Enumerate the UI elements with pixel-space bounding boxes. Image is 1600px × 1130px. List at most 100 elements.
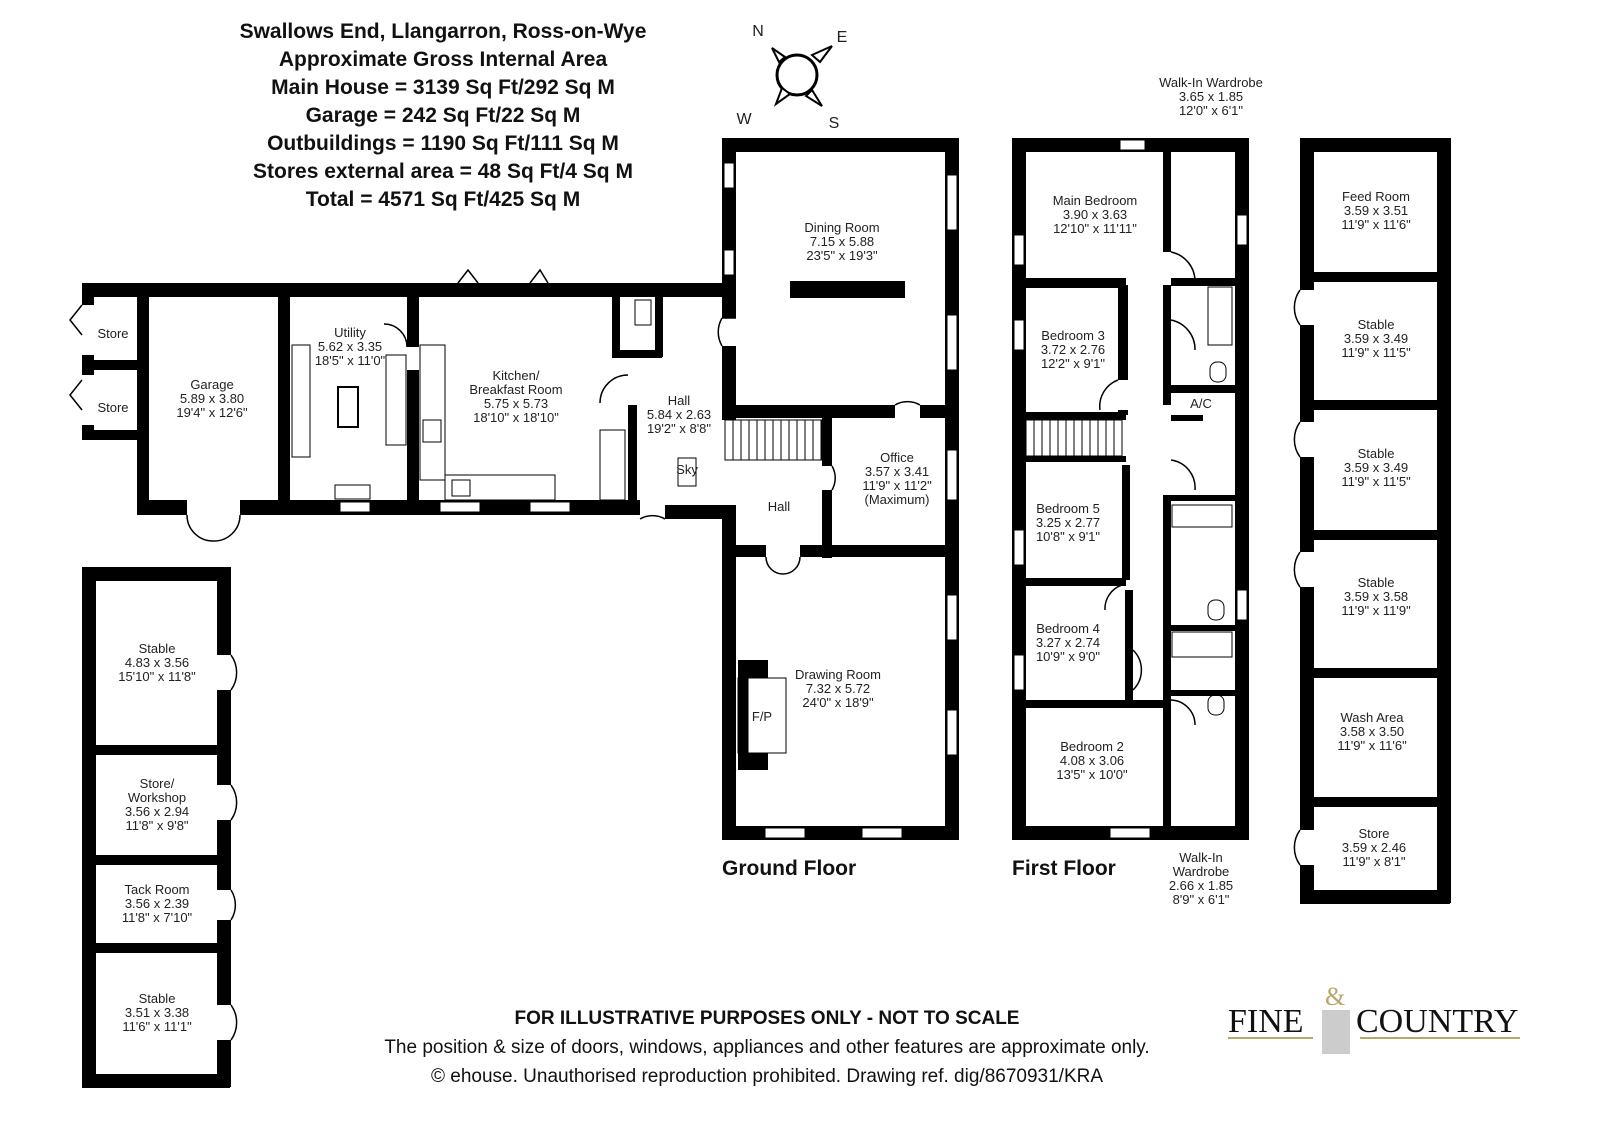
wall bbox=[1163, 690, 1235, 696]
room-label-line: Store bbox=[97, 400, 128, 415]
room-label-line: Stable bbox=[139, 991, 176, 1006]
copyright: © ehouse. Unauthorised reproduction proh… bbox=[431, 1066, 1103, 1087]
wall bbox=[1163, 415, 1203, 421]
column-icon bbox=[1322, 1010, 1350, 1054]
wall bbox=[1163, 625, 1235, 631]
room-label-line: 11'9" x 11'9" bbox=[1341, 603, 1411, 618]
room-label-line: 3.59 x 3.49 bbox=[1344, 331, 1408, 346]
window bbox=[1109, 827, 1151, 839]
window bbox=[946, 174, 958, 231]
compass-w: W bbox=[736, 111, 752, 128]
room-label-line: 18'5" x 11'0" bbox=[315, 353, 386, 368]
room-label-line: 3.57 x 3.41 bbox=[865, 464, 929, 479]
room-label-line: 3.59 x 3.49 bbox=[1344, 460, 1408, 475]
room-label-line: 12'10" x 11'11" bbox=[1053, 221, 1137, 236]
wall bbox=[1163, 278, 1235, 286]
kitchen-counter bbox=[419, 344, 446, 481]
wall bbox=[722, 138, 958, 152]
wall bbox=[96, 855, 217, 865]
room-label-line: Walk-In bbox=[1179, 850, 1223, 865]
room-label-line: 5.75 x 5.73 bbox=[484, 396, 548, 411]
wall bbox=[722, 826, 959, 840]
window bbox=[1236, 589, 1248, 621]
wall bbox=[82, 567, 230, 581]
wall bbox=[1026, 456, 1126, 462]
room-label-line: Hall bbox=[768, 499, 791, 514]
kitchen-counter-3 bbox=[599, 429, 626, 501]
room-label-line: 3.59 x 3.51 bbox=[1344, 203, 1408, 218]
wall bbox=[217, 567, 231, 1087]
room-label-line: Tack Room bbox=[124, 882, 189, 897]
windows bbox=[339, 139, 1248, 839]
title-line: Approximate Gross Internal Area bbox=[279, 48, 608, 71]
window bbox=[339, 501, 371, 513]
logo-country: COUNTRY bbox=[1356, 1003, 1518, 1040]
stairs-first bbox=[1025, 419, 1123, 457]
disclaimer: FOR ILLUSTRATIVE PURPOSES ONLY - NOT TO … bbox=[515, 1008, 1020, 1029]
wall bbox=[1300, 138, 1314, 903]
room-label-line: A/C bbox=[1190, 396, 1212, 411]
room-label-line: Kitchen/ bbox=[493, 368, 540, 383]
room-label-line: Office bbox=[880, 450, 914, 465]
room-label-line: Sky bbox=[676, 462, 698, 477]
wall bbox=[655, 297, 663, 357]
room-label-line: 3.72 x 2.76 bbox=[1041, 342, 1105, 357]
wall bbox=[1235, 138, 1249, 840]
room-label-line: 3.59 x 3.58 bbox=[1344, 589, 1408, 604]
wall bbox=[1122, 465, 1130, 580]
wall bbox=[1125, 590, 1133, 700]
room-label-line: 11'8" x 9'8" bbox=[125, 818, 188, 833]
sink bbox=[451, 479, 471, 497]
title-line: Total = 4571 Sq Ft/425 Sq M bbox=[306, 188, 580, 211]
window bbox=[439, 501, 481, 513]
wall bbox=[1437, 138, 1451, 903]
window bbox=[1013, 319, 1025, 351]
room-label-line: 4.83 x 3.56 bbox=[125, 655, 189, 670]
wall bbox=[1026, 278, 1126, 288]
room-label-line: 5.89 x 3.80 bbox=[180, 391, 244, 406]
window bbox=[1013, 234, 1025, 266]
window bbox=[946, 709, 958, 756]
bath bbox=[1207, 286, 1233, 346]
utility-sink bbox=[334, 484, 371, 500]
dining-table bbox=[790, 281, 905, 298]
room-label-line: 24'0" x 18'9" bbox=[802, 695, 874, 710]
room-label-line: Bedroom 3 bbox=[1041, 328, 1105, 343]
room-label-line: Dining Room bbox=[804, 220, 879, 235]
room-label-line: Garage bbox=[190, 377, 233, 392]
logo-amp: & bbox=[1325, 982, 1345, 1011]
store-label: Store bbox=[97, 400, 128, 415]
room-label-line: Hall bbox=[668, 393, 691, 408]
room-label-line: Utility bbox=[334, 325, 366, 340]
window bbox=[723, 162, 735, 189]
stairs-ground bbox=[724, 419, 823, 461]
wall bbox=[82, 1074, 230, 1088]
sky-label: Sky bbox=[676, 462, 698, 477]
wall bbox=[1118, 285, 1128, 415]
toilet-1 bbox=[1209, 361, 1227, 383]
compass-e: E bbox=[837, 29, 848, 46]
title-block: Swallows End, Llangarron, Ross-on-Wye Ap… bbox=[240, 20, 647, 211]
kitchen-island bbox=[337, 386, 359, 428]
wall bbox=[1314, 668, 1437, 678]
room-label-line: Wash Area bbox=[1340, 710, 1404, 725]
wall bbox=[1314, 797, 1437, 807]
room-label-line: 5.84 x 2.63 bbox=[647, 407, 711, 422]
ground-floor-label: Ground Floor bbox=[722, 857, 856, 880]
bath-2 bbox=[1171, 504, 1233, 528]
window bbox=[946, 449, 958, 501]
wall bbox=[278, 297, 290, 515]
room-label-line: Feed Room bbox=[1342, 189, 1410, 204]
room-label-line: 11'8" x 7'10" bbox=[122, 910, 193, 925]
doors bbox=[69, 251, 1314, 1041]
wall bbox=[96, 943, 217, 953]
window bbox=[946, 594, 958, 641]
wall bbox=[137, 297, 149, 515]
